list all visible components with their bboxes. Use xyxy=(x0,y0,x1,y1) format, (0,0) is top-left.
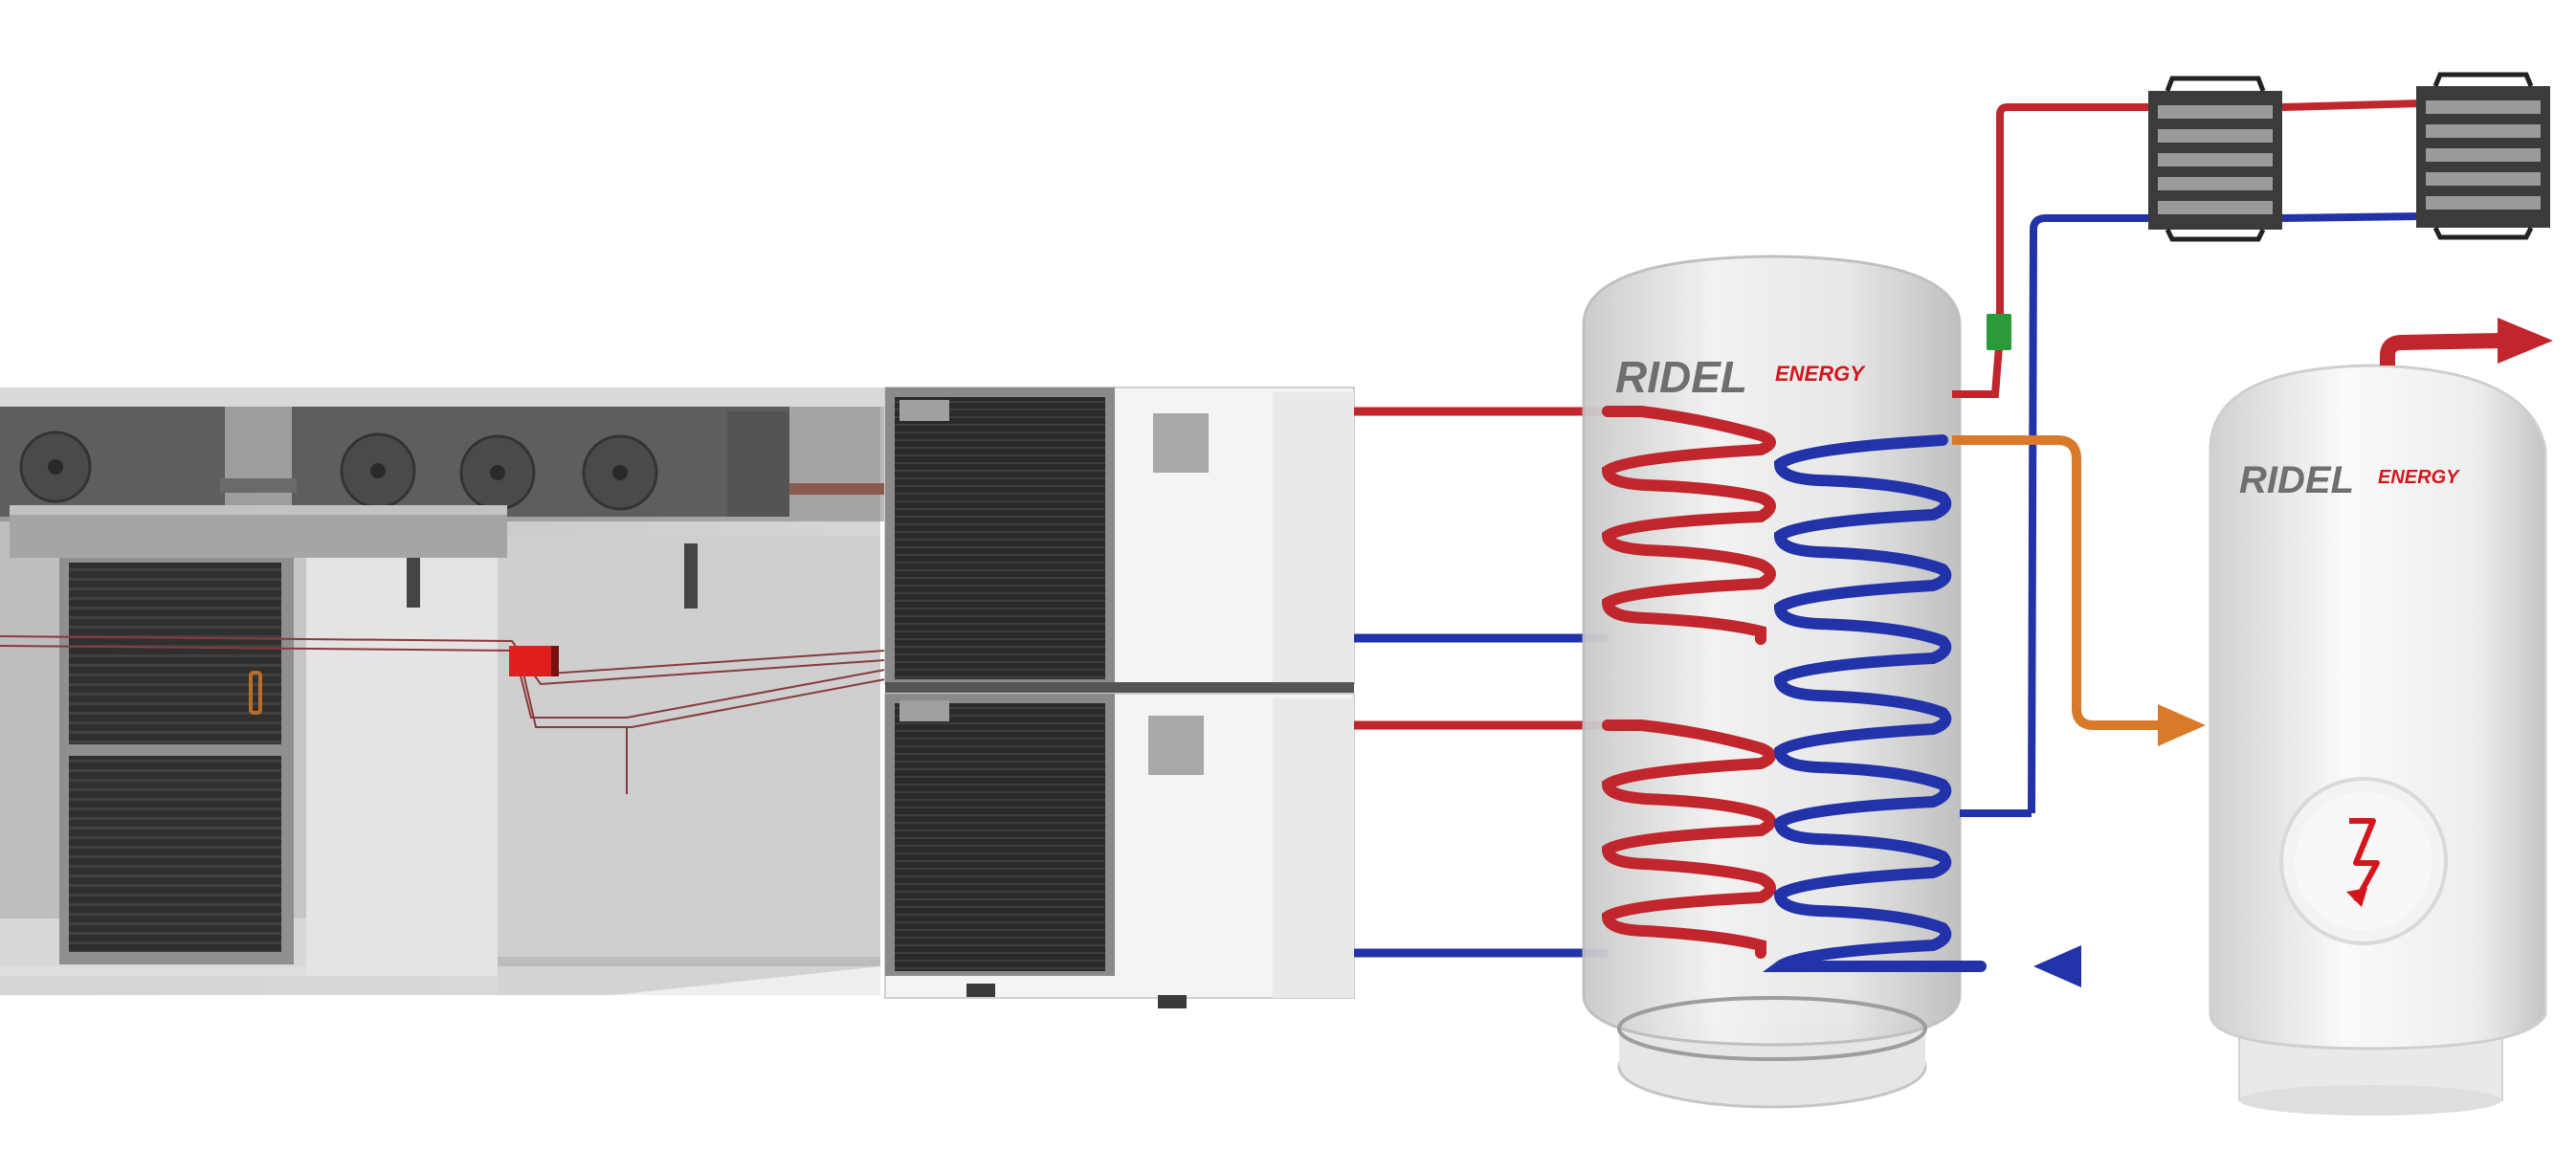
electric-heater-icon xyxy=(2279,777,2448,945)
control-box xyxy=(509,646,559,676)
radiator-unit xyxy=(2148,76,2282,242)
radiator-unit xyxy=(2416,72,2550,240)
hot-coil xyxy=(1601,406,1776,959)
brand-primary: RIDEL xyxy=(1615,352,1747,402)
radiator-loop-pipes xyxy=(1952,100,2422,817)
valve xyxy=(1987,314,2011,350)
cold-outlet-arrow xyxy=(2033,945,2081,987)
evaporator-units xyxy=(0,407,890,517)
heat-pump-stack xyxy=(884,387,1355,1008)
brand-primary: RIDEL xyxy=(2239,459,2354,501)
cold-room xyxy=(0,387,890,995)
brand-secondary: ENERGY xyxy=(1775,362,1866,386)
fan-icon xyxy=(340,432,416,509)
cold-room-door xyxy=(59,558,294,964)
fan-icon xyxy=(582,434,658,511)
brand-logo: RIDEL ENERGY xyxy=(1615,352,1866,402)
brand-secondary: ENERGY xyxy=(2378,467,2460,488)
fan-icon xyxy=(459,434,536,511)
buffer-tank: RIDEL ENERGY xyxy=(1582,255,1987,1109)
supply-pipes xyxy=(1354,407,1608,958)
heat-pump-unit xyxy=(884,387,1355,685)
heat-pump-unit xyxy=(884,693,1355,999)
fan-icon xyxy=(19,431,92,503)
hot-water-tank: RIDEL ENERGY xyxy=(2209,318,2553,1116)
transfer-pipe xyxy=(1952,435,2206,746)
cold-coil xyxy=(1762,434,1987,972)
brand-logo: RIDEL ENERGY xyxy=(2239,459,2460,501)
